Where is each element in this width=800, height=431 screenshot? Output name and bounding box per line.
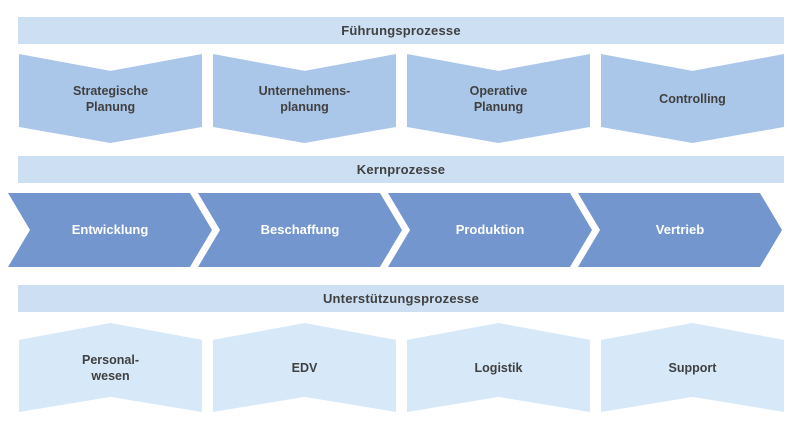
support-process-logistik: Logistik <box>407 323 590 412</box>
core-process-label: Produktion <box>455 222 525 237</box>
core-process-label: Entwicklung <box>71 222 149 237</box>
header-bar-fuehrungsprozesse: Führungsprozesse <box>18 17 784 44</box>
management-process-controlling: Controlling <box>601 54 784 143</box>
header-bar-kernprozesse: Kernprozesse <box>18 156 784 183</box>
management-process-operative-planung: Operative Planung <box>407 54 590 143</box>
support-process-support: Support <box>601 323 784 412</box>
support-process-label: Logistik <box>474 360 523 375</box>
support-process-edv: EDV <box>213 323 396 412</box>
management-process-label: Unternehmens- planung <box>258 83 351 114</box>
management-process-label: Operative Planung <box>469 83 528 114</box>
management-process-unternehmensplanung: Unternehmens- planung <box>213 54 396 143</box>
support-process-label: Support <box>668 360 717 375</box>
core-process-produktion: Produktion <box>388 193 592 267</box>
core-process-label: Beschaffung <box>260 222 340 237</box>
support-process-label: EDV <box>291 360 318 375</box>
core-process-beschaffung: Beschaffung <box>198 193 402 267</box>
header-label-kernprozesse: Kernprozesse <box>356 162 446 177</box>
header-label-unterstuetzungsprozesse: Unterstützungsprozesse <box>322 291 480 306</box>
core-process-entwicklung: Entwicklung <box>8 193 212 267</box>
core-process-label: Vertrieb <box>655 222 705 237</box>
support-process-label: Personal- wesen <box>82 352 139 383</box>
management-process-strategische-planung: Strategische Planung <box>19 54 202 143</box>
support-process-personalwesen: Personal- wesen <box>19 323 202 412</box>
header-label-fuehrungsprozesse: Führungsprozesse <box>341 23 461 38</box>
management-process-label: Controlling <box>659 91 726 106</box>
management-process-label: Strategische Planung <box>72 83 149 114</box>
header-bar-unterstuetzungsprozesse: Unterstützungsprozesse <box>18 285 784 312</box>
core-process-vertrieb: Vertrieb <box>578 193 782 267</box>
